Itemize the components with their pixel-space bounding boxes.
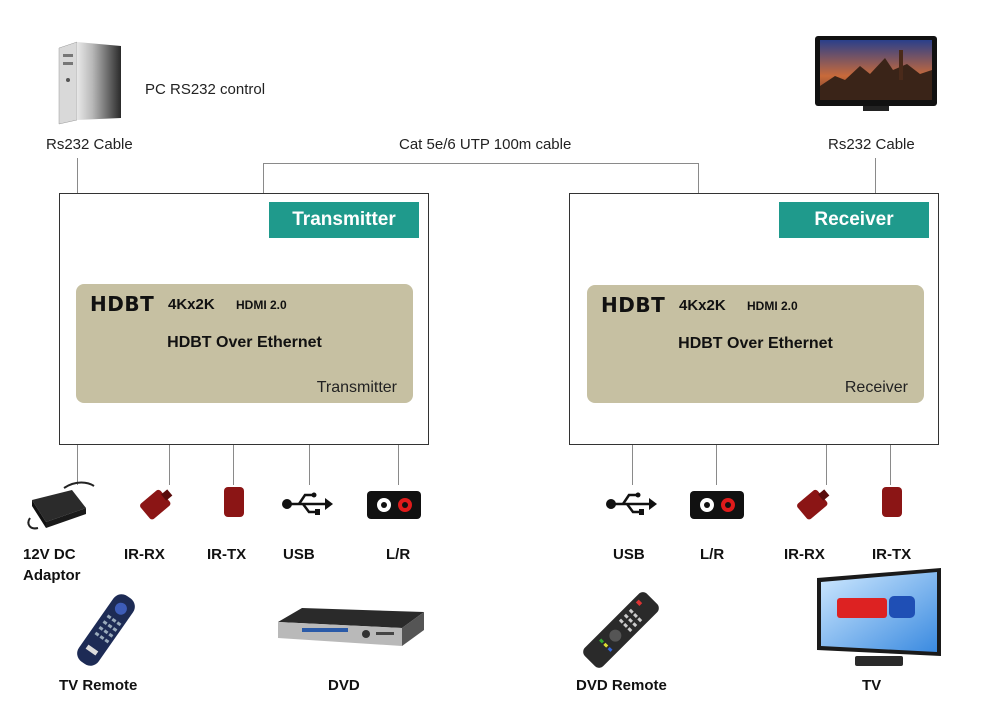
port-line-ir-tx-left [233, 445, 234, 485]
rs232-line-left [77, 158, 78, 193]
ir-rx-right-icon [797, 489, 830, 520]
ir-rx-left-icon [140, 489, 173, 520]
port-line-usb-left [309, 445, 310, 485]
ir-tx-right-icon [882, 487, 902, 517]
transmitter-resolution: 4Kx2K [168, 296, 215, 313]
pc-control-label: PC RS232 control [145, 81, 266, 98]
dvd-player-icon [278, 608, 424, 646]
port-line-adaptor [77, 445, 78, 485]
receiver-hdmi: HDMI 2.0 [747, 299, 798, 313]
lr-right-label: L/R [700, 546, 725, 563]
rs232-label-right: Rs232 Cable [828, 136, 915, 153]
receiver-subtitle: HDBT Over Ethernet [678, 335, 833, 352]
transmitter-badge: Transmitter [269, 202, 419, 238]
usb-right-icon [606, 492, 657, 515]
port-line-lr-left [398, 445, 399, 485]
port-line-lr-right [716, 445, 717, 485]
ir-tx-left-icon [224, 487, 244, 517]
port-line-ir-rx-right [826, 445, 827, 485]
cat-cable-line-top [263, 163, 699, 164]
cat-cable-label: Cat 5e/6 UTP 100m cable [399, 136, 572, 153]
transmitter-hdmi: HDMI 2.0 [236, 298, 287, 312]
transmitter-subtitle: HDBT Over Ethernet [167, 334, 322, 351]
tv-remote-icon [77, 594, 135, 666]
lr-audio-left-icon [367, 491, 421, 519]
receiver-role: Receiver [844, 379, 908, 396]
rs232-label-left: Rs232 Cable [46, 136, 133, 153]
cat-cable-line-tx [263, 163, 264, 193]
transmitter-role: Transmitter [316, 379, 397, 396]
transmitter-brand: HDBT [90, 292, 155, 316]
pc-tower-icon [58, 41, 121, 125]
usb-right-label: USB [613, 546, 645, 563]
ir-rx-right-label: IR-RX [784, 546, 825, 563]
dvd-label: DVD [328, 677, 360, 694]
tv-label: TV [862, 677, 882, 694]
dvd-remote-icon [583, 592, 659, 668]
lr-left-label: L/R [386, 546, 411, 563]
monitor-icon [815, 36, 937, 111]
tv-icon [817, 568, 941, 666]
receiver-panel: HDBT 4Kx2K HDMI 2.0 HDBT Over Ethernet R… [587, 285, 924, 403]
adaptor-label-line2: Adaptor [23, 567, 81, 584]
port-line-ir-rx-left [169, 445, 170, 485]
receiver-badge: Receiver [779, 202, 929, 238]
receiver-brand: HDBT [601, 293, 666, 317]
port-line-usb-right [632, 445, 633, 485]
tv-remote-label: TV Remote [59, 677, 138, 694]
adaptor-label-line1: 12V DC [23, 546, 76, 563]
dvd-remote-label: DVD Remote [576, 677, 667, 694]
ir-tx-right-label: IR-TX [872, 546, 912, 563]
transmitter-panel: HDBT 4Kx2K HDMI 2.0 HDBT Over Ethernet T… [76, 284, 413, 403]
lr-audio-right-icon [690, 491, 744, 519]
port-line-ir-tx-right [890, 445, 891, 485]
power-adaptor-icon [27, 481, 95, 530]
receiver-resolution: 4Kx2K [679, 297, 726, 314]
cat-cable-line-rx [698, 163, 699, 193]
usb-left-icon [282, 492, 333, 515]
usb-left-label: USB [283, 546, 315, 563]
ir-rx-left-label: IR-RX [124, 546, 165, 563]
ir-tx-left-label: IR-TX [207, 546, 247, 563]
rs232-line-right [875, 158, 876, 193]
